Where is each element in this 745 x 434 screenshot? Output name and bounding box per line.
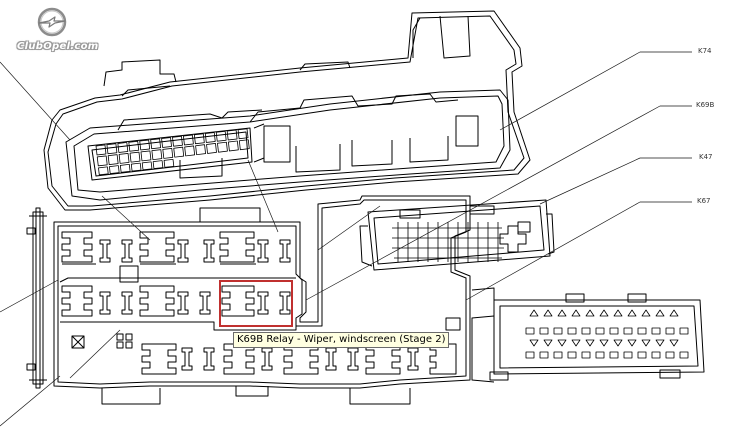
main-fuse-block xyxy=(26,195,471,405)
fuse-row-top xyxy=(61,231,291,265)
callout-label-k69b[interactable]: K69B xyxy=(696,101,715,109)
leader-line-inner-4 xyxy=(69,329,121,379)
leader-line-k69b xyxy=(305,105,692,301)
callout-label-k74[interactable]: K74 xyxy=(698,47,712,55)
watermark-text: ClubOpel.com xyxy=(17,41,99,52)
lower-right-connector xyxy=(471,287,705,383)
leader-line-k74 xyxy=(499,51,692,131)
opel-logo-icon xyxy=(37,7,67,37)
leader-line-bottom-left xyxy=(0,375,61,427)
leader-line-k67 xyxy=(465,201,692,301)
relay-tooltip: K69B Relay - Wiper, windscreen (Stage 2) xyxy=(233,332,450,348)
leader-line-inner-1 xyxy=(101,195,151,241)
leader-line-upper-left xyxy=(0,61,71,141)
relay-k69b-highlight[interactable] xyxy=(219,280,293,327)
leader-line-left xyxy=(0,279,59,313)
leader-line-k47 xyxy=(539,157,692,205)
middle-connector xyxy=(359,199,555,271)
leader-line-inner-3 xyxy=(317,205,381,251)
upper-housing xyxy=(43,10,531,211)
callout-label-k47[interactable]: K47 xyxy=(699,153,713,161)
leader-lines xyxy=(0,51,692,427)
fuse-row-bottom xyxy=(141,343,457,375)
fuse-row-middle xyxy=(61,285,291,317)
leader-line-inner-2 xyxy=(247,159,279,233)
callout-label-k67[interactable]: K67 xyxy=(697,197,711,205)
connector-pin-grid xyxy=(95,128,250,176)
